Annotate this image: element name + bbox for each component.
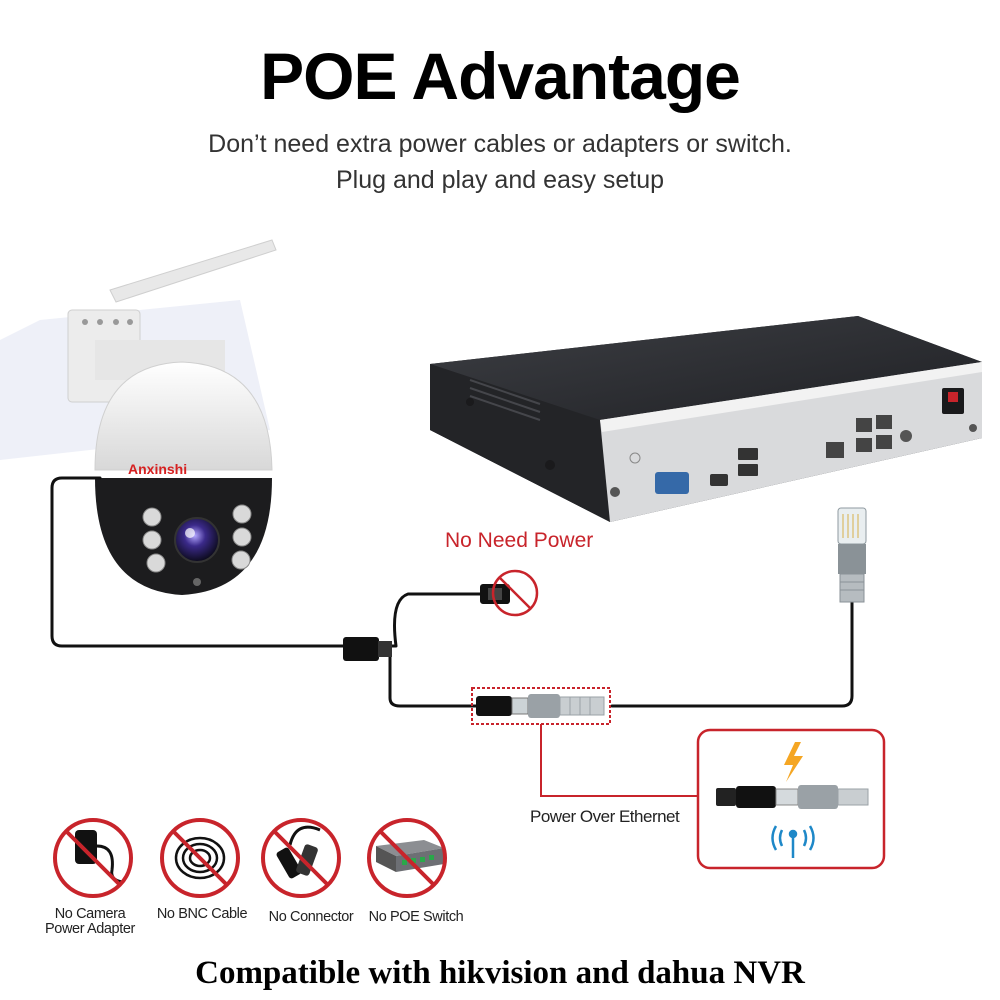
ptz-camera: Anxinshi [67, 239, 277, 595]
nvr-recorder [430, 316, 982, 522]
no-need-power-label: No Need Power [445, 529, 594, 552]
page-title: POE Advantage [260, 39, 741, 113]
no-poe-switch [367, 818, 447, 898]
subtitle-line-2: Plug and play and easy setup [335, 166, 664, 194]
bnc-cable-icon [174, 836, 226, 880]
wireless-antenna-icon [771, 825, 815, 858]
cable-splitter [343, 637, 392, 661]
poe-connection [471, 687, 611, 725]
ethernet-cable [50, 476, 854, 708]
subtitle-line-1: Don’t need extra power cables or adapter… [208, 130, 792, 158]
rj45-plug-grey [798, 785, 838, 809]
hdmi-port [710, 474, 728, 486]
camera-lens [174, 517, 220, 563]
poe-switch-icon [376, 840, 444, 872]
no-sign-icon [491, 569, 539, 617]
no-item-label: No POE Switch [360, 910, 472, 925]
no-item-label: No BNC Cable [148, 907, 256, 922]
rj45-plug [837, 507, 867, 603]
no-connector [261, 818, 341, 898]
camera-brand: Anxinshi [128, 461, 187, 477]
no-bnc-cable [160, 818, 240, 898]
power-jack [900, 430, 912, 442]
no-item-label-line1: No POE Switch [368, 909, 464, 925]
vga-port [655, 472, 689, 494]
rj45-plug-black [736, 786, 776, 808]
poe-ports [856, 415, 892, 452]
lan-port [826, 442, 844, 458]
no-item-label-line1: No Camera [54, 906, 126, 922]
no-item-label-line1: No BNC Cable [156, 906, 248, 922]
no-item-label-line2: Power Adapter [45, 921, 135, 937]
no-item-label: No Connector [256, 910, 366, 925]
power-over-ethernet-label: Power Over Ethernet [530, 807, 680, 826]
bnc-connector-icon [276, 825, 321, 879]
poe-zoom-box [696, 728, 886, 870]
dc-connector [480, 584, 510, 604]
usb-port [738, 448, 758, 460]
no-camera-power-adapter [53, 818, 133, 898]
lightning-icon [784, 742, 803, 782]
no-item-label-line1: No Connector [268, 909, 354, 925]
no-item-label: No Camera Power Adapter [30, 907, 150, 937]
compatibility-footer: Compatible with hikvision and dahua NVR [195, 955, 805, 991]
